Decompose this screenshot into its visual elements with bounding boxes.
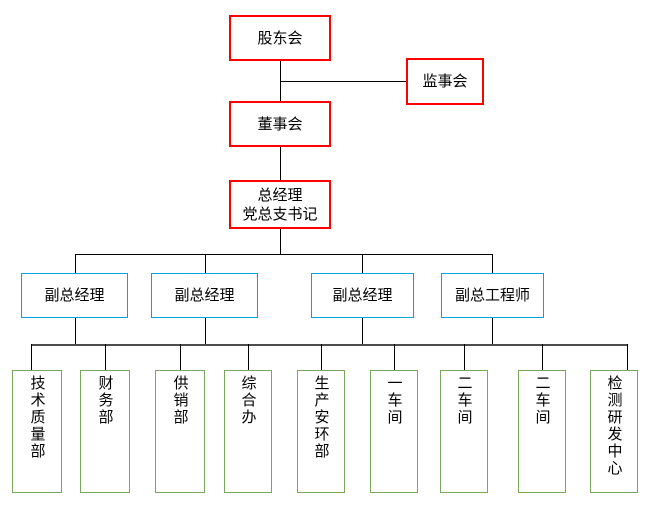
node-dept-workshop-3[interactable]: 二车间	[518, 370, 566, 493]
connector-trunk-to-supervisors	[280, 81, 406, 82]
node-label: 检测研发中心	[605, 375, 624, 477]
connector-deputy-4-drop	[492, 318, 493, 344]
connector-bus-to-dept-6	[394, 344, 395, 370]
connector-department-bus	[31, 344, 627, 346]
connector-deputy-2-drop	[205, 318, 206, 344]
node-dept-production-safety-environment[interactable]: 生产安环部	[297, 370, 345, 493]
node-label: 二车间	[533, 375, 552, 426]
node-dept-general-office[interactable]: 综合办	[224, 370, 272, 493]
node-label: 二车间	[455, 375, 474, 426]
node-dept-finance[interactable]: 财务部	[80, 370, 130, 493]
node-dept-testing-rnd-center[interactable]: 检测研发中心	[590, 370, 638, 493]
node-label: 副总经理	[332, 286, 393, 304]
node-board-of-directors[interactable]: 董事会	[229, 101, 331, 147]
node-label: 副总经理	[174, 286, 235, 304]
connector-bus-to-deputy-4	[492, 254, 493, 273]
connector-deputy-1-drop	[75, 318, 76, 344]
connector-general-manager-drop	[280, 229, 281, 254]
connector-bus-to-dept-9	[627, 344, 628, 370]
node-label: 副总工程师	[454, 286, 530, 304]
connector-bus-to-deputy-3	[362, 254, 363, 273]
node-deputy-chief-engineer[interactable]: 副总工程师	[441, 273, 544, 318]
node-dept-workshop-1[interactable]: 一车间	[370, 370, 418, 493]
node-label: 董事会	[257, 114, 303, 133]
connector-bus-to-deputy-2	[205, 254, 206, 273]
node-label: 副总经理	[44, 286, 105, 304]
connector-bus-to-dept-1	[31, 344, 32, 370]
node-dept-workshop-2[interactable]: 二车间	[440, 370, 488, 493]
node-label: 股东会	[257, 28, 303, 47]
connector-bus-to-dept-5	[321, 344, 322, 370]
node-label: 生产安环部	[312, 375, 331, 460]
node-shareholders-meeting[interactable]: 股东会	[229, 15, 331, 61]
connector-bus-to-dept-8	[542, 344, 543, 370]
node-board-of-supervisors[interactable]: 监事会	[406, 58, 484, 105]
node-label: 财务部	[96, 375, 115, 426]
connector-deputy-3-drop	[362, 318, 363, 344]
connector-bus-to-deputy-1	[75, 254, 76, 273]
connector-bus-to-dept-7	[464, 344, 465, 370]
node-label: 供销部	[171, 375, 190, 426]
node-label: 一车间	[385, 375, 404, 426]
node-label: 技术质量部	[28, 375, 47, 460]
node-dept-technical-quality[interactable]: 技术质量部	[12, 370, 62, 493]
connector-board-to-general-manager	[280, 147, 281, 180]
node-label-line2: 党总支书记	[242, 204, 318, 223]
node-deputy-general-manager-2[interactable]: 副总经理	[151, 273, 258, 318]
connector-bus-to-dept-3	[180, 344, 181, 370]
node-label-line1: 总经理	[257, 185, 303, 204]
connector-deputy-bus	[75, 254, 493, 255]
node-general-manager[interactable]: 总经理 党总支书记	[229, 180, 331, 229]
node-deputy-general-manager-1[interactable]: 副总经理	[21, 273, 128, 318]
node-label: 综合办	[239, 375, 258, 426]
connector-bus-to-dept-2	[105, 344, 106, 370]
node-dept-supply-sales[interactable]: 供销部	[155, 370, 205, 493]
node-deputy-general-manager-3[interactable]: 副总经理	[311, 273, 414, 318]
connector-bus-to-dept-4	[248, 344, 249, 370]
node-label: 监事会	[422, 72, 468, 90]
